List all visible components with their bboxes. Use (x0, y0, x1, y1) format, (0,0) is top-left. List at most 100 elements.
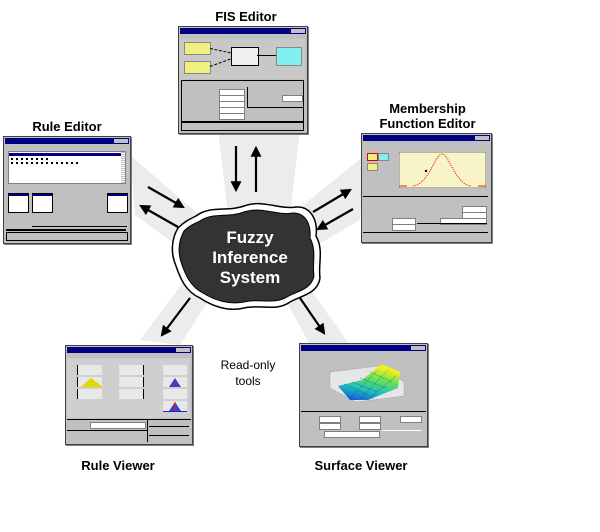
divider (6, 229, 126, 231)
rule-editor-label: Rule Editor (32, 119, 102, 134)
rule-list-scrollbar[interactable] (121, 152, 125, 183)
rule-editor-status (6, 232, 128, 241)
rule-editor-buttons[interactable] (32, 220, 127, 227)
core-label-line3: System (219, 268, 281, 287)
rule-list-item[interactable] (11, 158, 51, 160)
fis-editor-window[interactable] (178, 26, 308, 134)
input-mf-box-1[interactable] (184, 42, 211, 55)
rule-viewer-menubar[interactable] (67, 353, 191, 358)
var-output-box[interactable] (378, 153, 389, 161)
fis-props-panel (181, 80, 304, 122)
aggregate-mf (169, 402, 181, 411)
input1-rule3 (77, 389, 102, 399)
var-input-box[interactable] (367, 163, 378, 171)
arrow-core-to-mf-editor (312, 188, 352, 213)
window-controls[interactable] (291, 29, 305, 33)
arrow-mf-editor-to-core (316, 208, 354, 231)
antecedent-list-1[interactable] (8, 193, 29, 213)
divider (67, 430, 147, 431)
connector (209, 58, 232, 68)
window-controls[interactable] (176, 348, 190, 352)
blob-inner (178, 209, 315, 304)
fis-core-blob (171, 202, 322, 310)
read-only-note: Read-only tools (203, 357, 293, 389)
arrow-core-to-rule-viewer (160, 297, 191, 337)
connector (257, 55, 276, 56)
var-input-box-selected[interactable] (367, 153, 378, 161)
input2-rule3 (119, 389, 144, 399)
antecedent-list-2[interactable] (32, 193, 53, 213)
rule-editor-titlebar (5, 138, 129, 144)
mf-curve-gauss (412, 153, 472, 187)
surface-mesh (338, 364, 400, 400)
y-input-select[interactable] (359, 416, 381, 423)
mf-editor-titlebar (363, 135, 490, 141)
window-controls[interactable] (475, 136, 489, 140)
mf-params-field[interactable] (440, 218, 487, 225)
x-input-select[interactable] (319, 416, 341, 423)
fis-diagram-area (180, 39, 305, 79)
divider (247, 107, 303, 108)
x-grids-field[interactable] (319, 423, 341, 430)
yellow-triangle-mf (81, 378, 103, 387)
mf-editor-menubar[interactable] (363, 141, 490, 146)
blue-triangle-mf (169, 378, 181, 387)
divider (301, 411, 426, 412)
rule-list-item[interactable] (11, 162, 81, 164)
mf-plot[interactable] (399, 152, 486, 188)
divider (147, 420, 148, 442)
mf-type-field[interactable] (392, 224, 416, 231)
divider (247, 87, 248, 107)
mf-editor-label-line1: Membership (389, 101, 466, 116)
divider (363, 232, 488, 233)
mf-editor-window[interactable] (361, 133, 492, 243)
divider (67, 419, 191, 420)
defuzz-select[interactable] (219, 113, 245, 120)
help-close-buttons[interactable] (382, 430, 422, 431)
input-vector-field[interactable] (90, 422, 146, 429)
rule-list[interactable] (8, 151, 126, 184)
output-rule3 (163, 389, 187, 399)
input2-rule2 (119, 377, 144, 387)
core-label-line1: Fuzzy (226, 228, 274, 247)
read-only-note-line2: tools (235, 374, 261, 388)
help-close-buttons[interactable] (149, 435, 189, 436)
read-only-note-line1: Read-only (220, 358, 276, 372)
var-name-field[interactable] (282, 95, 303, 102)
rule-viewer-titlebar (67, 347, 191, 353)
fis-status-bar (181, 122, 304, 131)
surface-viewer-menubar[interactable] (301, 351, 426, 356)
arrows (139, 145, 354, 337)
fis-editor-label: FIS Editor (215, 9, 277, 24)
beam-fis-editor (218, 130, 300, 215)
arrow-core-to-rule-editor (139, 204, 179, 228)
output-mf-box[interactable] (276, 47, 302, 66)
rule-viewer-label: Rule Viewer (81, 458, 155, 473)
rule-list-selected[interactable] (9, 153, 121, 156)
fis-core-label: Fuzzy Inference System (190, 228, 310, 292)
fis-editor-menubar[interactable] (180, 34, 306, 39)
rule-editor-window[interactable] (3, 136, 131, 244)
rule-block[interactable] (231, 47, 259, 66)
ref-input-field[interactable] (324, 431, 380, 438)
output-rule1 (163, 365, 187, 375)
mf-point (424, 169, 428, 173)
input1-rule1 (77, 365, 102, 375)
z-output-select[interactable] (400, 416, 422, 423)
connector (209, 48, 231, 55)
mf-editor-label-line2: Function Editor (379, 116, 476, 131)
input2-rule1 (119, 365, 144, 375)
rule-viewer-window[interactable] (65, 345, 193, 445)
surface-viewer-window[interactable] (299, 343, 428, 447)
y-grids-field[interactable] (359, 423, 381, 430)
fis-editor-titlebar (180, 28, 306, 34)
window-controls[interactable] (411, 346, 425, 350)
mf-plot-bg (399, 152, 486, 188)
window-controls[interactable] (114, 139, 128, 143)
surface-plot[interactable] (320, 358, 410, 408)
rule-editor-menubar[interactable] (5, 144, 129, 149)
consequent-list[interactable] (107, 193, 128, 213)
nav-buttons[interactable] (149, 426, 189, 427)
input-mf-box-2[interactable] (184, 61, 211, 74)
